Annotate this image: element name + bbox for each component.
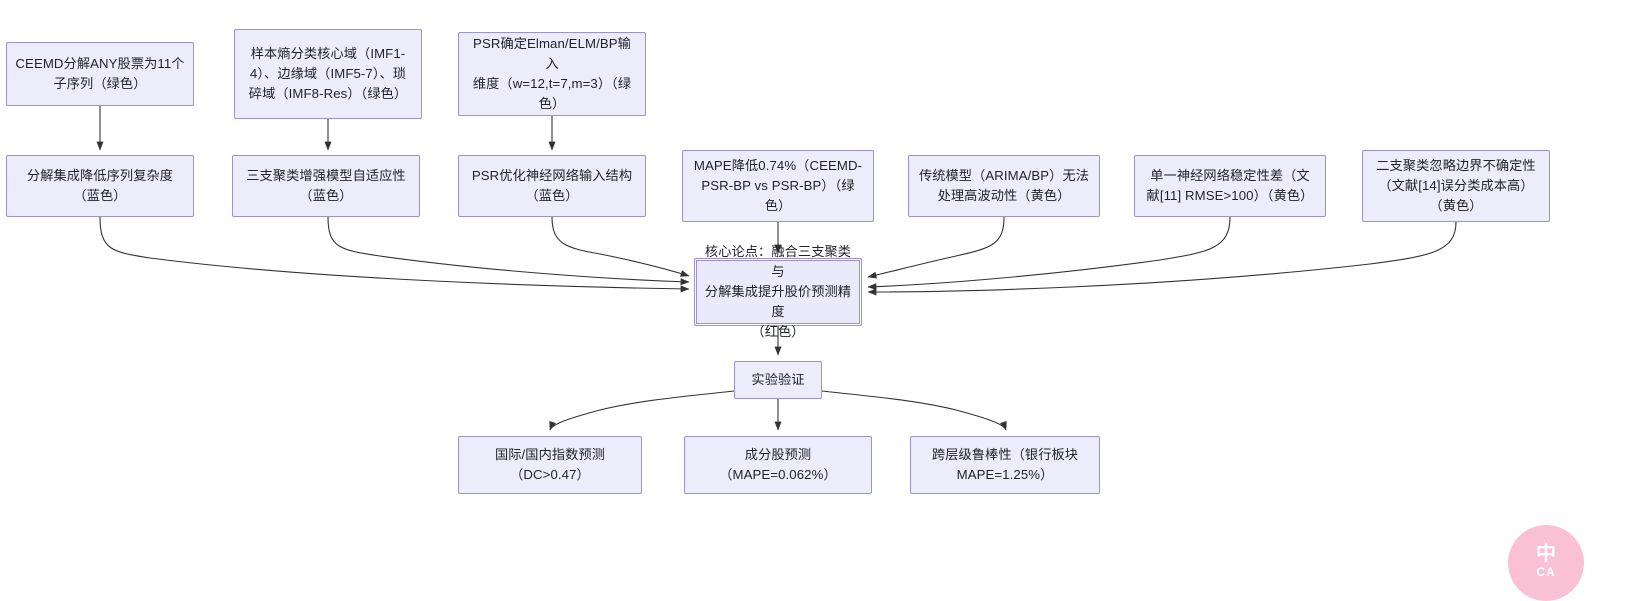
node-sample-entropy[interactable]: 样本熵分类核心域（IMF1- 4）、边缘域（IMF5-7）、琐 碎域（IMF8-… [234, 29, 422, 119]
flowchart-canvas: CEEMD分解ANY股票为11个 子序列（绿色） 样本熵分类核心域（IMF1- 4… [6, 29, 1584, 601]
node-traditional-model[interactable]: 传统模型（ARIMA/BP）无法 处理高波动性（黄色） [908, 155, 1100, 217]
node-two-way-ignore[interactable]: 二支聚类忽略边界不确定性 （文献[14]误分类成本高） （黄色） [1362, 150, 1550, 222]
node-label: MAPE降低0.74%（CEEMD- PSR-BP vs PSR-BP）（绿 色… [693, 158, 863, 213]
node-label: CEEMD分解ANY股票为11个 子序列（绿色） [15, 56, 185, 91]
edge-adaptive-to-core [327, 216, 690, 286]
node-three-way-adaptive[interactable]: 三支聚类增强模型自适应性 （蓝色） [232, 155, 420, 217]
node-core-claim[interactable]: 核心论点：融合三支聚类与 分解集成提升股价预测精度 （红色） [694, 244, 862, 339]
edge-layer [96, 106, 1457, 431]
node-label: 分解集成降低序列复杂度 （蓝色） [26, 168, 174, 203]
edge-experiment-to-index [549, 390, 735, 431]
node-label: 二支聚类忽略边界不确定性 （文献[14]误分类成本高） （黄色） [1376, 158, 1536, 213]
edge-twoway-to-core [867, 221, 1457, 296]
node-label: 传统模型（ARIMA/BP）无法 处理高波动性（黄色） [918, 168, 1090, 203]
node-index-forecast[interactable]: 国际/国内指数预测 （DC>0.47） [458, 436, 642, 494]
node-label: 样本熵分类核心域（IMF1- 4）、边缘域（IMF5-7）、琐 碎域（IMF8-… [248, 46, 408, 101]
node-cross-level-robust[interactable]: 跨层级鲁棒性（银行板块 MAPE=1.25%） [910, 436, 1100, 494]
watermark-line2: CA [1536, 565, 1556, 579]
node-label: 国际/国内指数预测 （DC>0.47） [494, 447, 606, 482]
node-label: PSR优化神经网络输入结构 （蓝色） [471, 168, 633, 203]
node-psr-dimension[interactable]: PSR确定Elman/ELM/BP输入 维度（w=12,t=7,m=3）（绿 色… [458, 32, 646, 116]
node-label: 跨层级鲁棒性（银行板块 MAPE=1.25%） [931, 447, 1079, 482]
node-label: 核心论点：融合三支聚类与 分解集成提升股价预测精度 （红色） [704, 244, 852, 339]
node-ceemd-decompose[interactable]: CEEMD分解ANY股票为11个 子序列（绿色） [6, 42, 194, 106]
watermark-badge: 中 CA [1508, 525, 1584, 601]
node-mape-drop[interactable]: MAPE降低0.74%（CEEMD- PSR-BP vs PSR-BP）（绿 色… [682, 150, 874, 222]
node-label: 成分股预测 （MAPE=0.062%） [719, 447, 837, 482]
node-single-nn-unstable[interactable]: 单一神经网络稳定性差（文 献[11] RMSE>100）（黄色） [1134, 155, 1326, 217]
node-label: 单一神经网络稳定性差（文 献[11] RMSE>100）（黄色） [1146, 168, 1314, 203]
edge-psropt-to-core [551, 216, 690, 277]
edge-experiment-to-robust [821, 390, 1007, 431]
node-experiment[interactable]: 实验验证 [734, 361, 822, 399]
node-label: 三支聚类增强模型自适应性 （蓝色） [246, 168, 406, 203]
node-label: PSR确定Elman/ELM/BP输入 维度（w=12,t=7,m=3）（绿 色… [472, 36, 632, 111]
edge-traditional-to-core [867, 216, 1005, 279]
node-reduce-complexity[interactable]: 分解集成降低序列复杂度 （蓝色） [6, 155, 194, 217]
edge-singlenn-to-core [867, 216, 1231, 291]
node-psr-optimize[interactable]: PSR优化神经网络输入结构 （蓝色） [458, 155, 646, 217]
edge-reduce-to-core [99, 216, 690, 293]
node-component-forecast[interactable]: 成分股预测 （MAPE=0.062%） [684, 436, 872, 494]
watermark-line1: 中 [1536, 543, 1556, 565]
node-label: 实验验证 [751, 372, 805, 387]
